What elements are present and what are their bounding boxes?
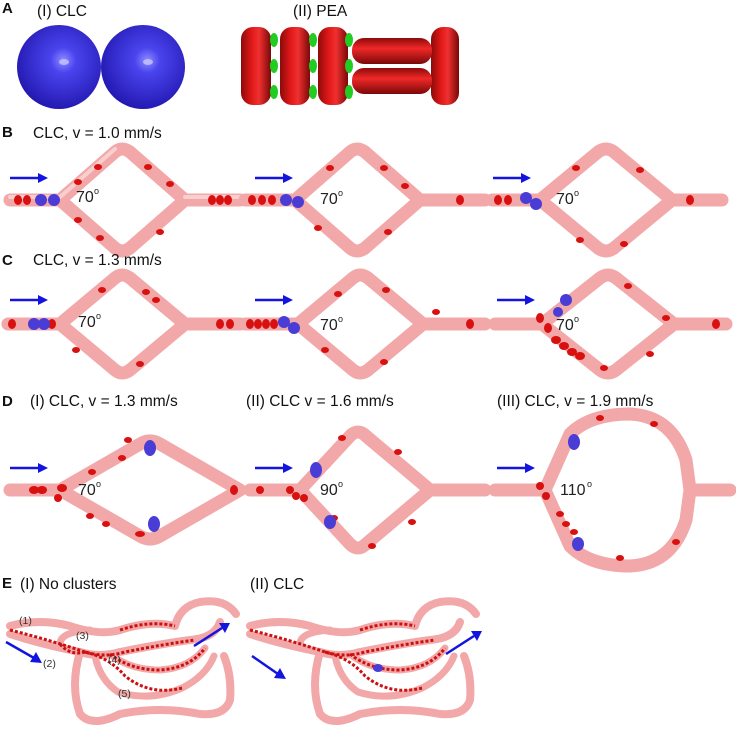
pea-vertical-rbcs bbox=[241, 27, 459, 105]
panel-e-clc-cluster bbox=[373, 664, 383, 672]
degree-symbol: o bbox=[94, 186, 100, 196]
degree-symbol: o bbox=[338, 479, 344, 489]
panel-a-graphics bbox=[17, 25, 459, 109]
panel-c-angle-1: 70 bbox=[78, 314, 96, 331]
branch-label-1: (1) bbox=[19, 615, 32, 627]
degree-symbol: o bbox=[574, 314, 580, 324]
panel-d-title-1: (I) CLC, v = 1.3 mm/s bbox=[30, 393, 178, 410]
panel-d-flow-arrows bbox=[10, 463, 535, 473]
branch-label-5: (5) bbox=[118, 688, 131, 700]
panel-d-angle-2: 90 bbox=[320, 482, 338, 499]
panel-c-angle-3: 70 bbox=[556, 317, 574, 334]
panel-c-network-2 bbox=[238, 268, 492, 380]
panel-c-clc-clusters bbox=[28, 294, 572, 334]
clc-label: (I) CLC bbox=[37, 3, 87, 20]
panel-e-letter: E bbox=[2, 575, 13, 592]
panel-d-title-3: (III) CLC, v = 1.9 mm/s bbox=[497, 393, 654, 410]
panel-d-network-3 bbox=[488, 407, 736, 573]
degree-symbol: o bbox=[338, 188, 344, 198]
panel-e-flow-arrows bbox=[5, 623, 482, 679]
panel-b-angle-1: 70 bbox=[76, 189, 94, 206]
panel-e-title-2: (II) CLC bbox=[250, 576, 305, 593]
panel-b-angle-3: 70 bbox=[556, 191, 574, 208]
degree-symbol: o bbox=[338, 314, 344, 324]
panel-b-letter: B bbox=[2, 124, 13, 141]
panel-c-flow-arrows bbox=[10, 295, 535, 305]
panel-d-clc-clusters bbox=[144, 434, 584, 551]
clc-sphere-right bbox=[101, 25, 185, 109]
panel-d-letter: D bbox=[2, 393, 13, 410]
panel-c-title: CLC, v = 1.3 mm/s bbox=[33, 252, 162, 269]
degree-symbol: o bbox=[96, 479, 102, 489]
panel-b-title: CLC, v = 1.0 mm/s bbox=[33, 125, 162, 142]
pea-label: (II) PEA bbox=[293, 3, 348, 20]
panel-b-angle-2: 70 bbox=[320, 191, 338, 208]
panel-e-graphics bbox=[5, 597, 482, 725]
panel-b-network-2 bbox=[238, 142, 492, 258]
panel-d-graphics bbox=[3, 407, 736, 573]
panel-d-title-2: (II) CLC v = 1.6 mm/s bbox=[246, 393, 394, 410]
panel-b-network-3 bbox=[485, 142, 729, 258]
panel-d-rbcs bbox=[29, 415, 680, 561]
pea-horizontal-rbcs bbox=[352, 38, 432, 94]
panel-b-graphics bbox=[3, 142, 729, 258]
panel-b-flow-arrows bbox=[10, 173, 531, 183]
panel-a-letter: A bbox=[2, 0, 13, 17]
pea-linkers bbox=[270, 33, 353, 99]
branch-label-2: (2) bbox=[43, 658, 56, 670]
panel-c-rbcs bbox=[8, 283, 720, 371]
degree-symbol: o bbox=[587, 479, 593, 489]
panel-d-angle-1: 70 bbox=[78, 482, 96, 499]
clc-sphere-left bbox=[17, 25, 101, 109]
panel-c-angle-2: 70 bbox=[320, 317, 338, 334]
degree-symbol: o bbox=[96, 311, 102, 321]
panel-e-rbc-streams bbox=[9, 622, 447, 692]
panel-e-network-2 bbox=[246, 597, 480, 725]
degree-symbol: o bbox=[574, 188, 580, 198]
panel-c-network-1 bbox=[1, 268, 247, 380]
panel-e-title-1: (I) No clusters bbox=[20, 576, 117, 593]
panel-b-rbcs bbox=[14, 164, 694, 247]
panel-d-angle-3: 110 bbox=[560, 482, 586, 499]
panel-c-network-3 bbox=[488, 268, 733, 380]
branch-label-3: (3) bbox=[76, 630, 89, 642]
panel-d-network-2 bbox=[243, 425, 492, 555]
branch-label-4: (4) bbox=[108, 654, 121, 666]
panel-b-clc-clusters bbox=[35, 192, 542, 210]
panel-c-graphics bbox=[1, 268, 733, 380]
panel-c-letter: C bbox=[2, 252, 13, 269]
